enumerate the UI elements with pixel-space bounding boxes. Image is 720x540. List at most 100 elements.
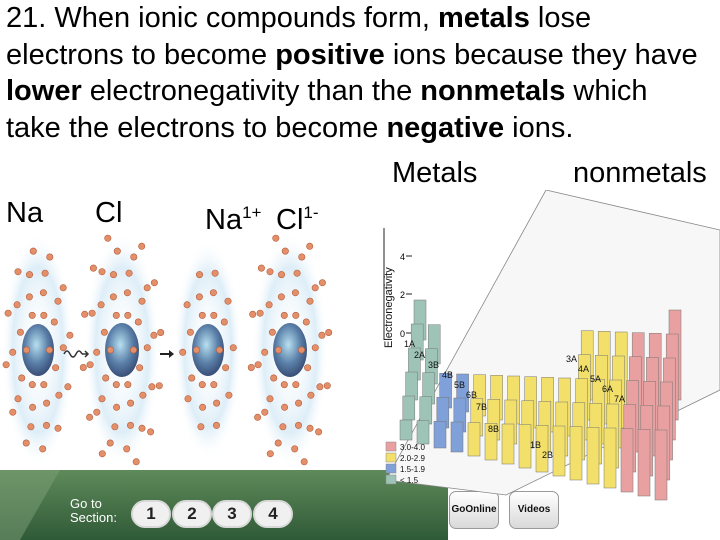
- electron: [41, 269, 49, 277]
- electron: [213, 421, 221, 429]
- electron: [139, 391, 147, 399]
- electron: [225, 391, 233, 399]
- electron: [197, 423, 205, 431]
- element-bar: [467, 422, 481, 457]
- element-bar: [552, 425, 566, 477]
- electron: [86, 413, 94, 421]
- y-tick-4: 4: [400, 252, 405, 262]
- go-online-button[interactable]: GoOnline: [449, 491, 499, 529]
- electron: [40, 381, 48, 389]
- electron: [54, 297, 62, 305]
- electron: [45, 346, 53, 354]
- legend-label: 1.5-1.9: [400, 465, 425, 474]
- na-nucleus: [22, 324, 54, 376]
- group-label: 6A: [602, 384, 613, 394]
- electron: [325, 329, 333, 337]
- group-label: 6B: [466, 390, 477, 400]
- electron: [124, 311, 132, 319]
- na-ion-nucleus: [192, 324, 224, 376]
- element-bar: [501, 423, 515, 465]
- electron: [155, 382, 163, 390]
- electron: [261, 408, 269, 416]
- electron: [124, 381, 132, 389]
- group-label: 4A: [578, 364, 589, 374]
- electron: [93, 408, 101, 416]
- electron: [86, 361, 94, 369]
- electron: [261, 348, 269, 356]
- electron: [52, 364, 60, 372]
- electron: [222, 364, 230, 372]
- electron: [39, 445, 47, 453]
- electron: [247, 364, 255, 372]
- electron: [59, 344, 67, 352]
- cl-nucleus: [105, 323, 139, 377]
- electron: [27, 423, 35, 431]
- electron: [280, 381, 288, 389]
- electron: [148, 383, 156, 391]
- element-bar: [620, 428, 634, 493]
- electron: [89, 264, 97, 272]
- electron: [102, 374, 110, 382]
- legend-swatch: [385, 474, 397, 485]
- group-label: 5A: [590, 374, 601, 384]
- electron: [113, 247, 121, 255]
- section-2-button[interactable]: 2: [172, 500, 212, 528]
- group-label: 7A: [614, 394, 625, 404]
- electron: [193, 346, 201, 354]
- element-bar: [450, 421, 464, 453]
- electron: [265, 301, 273, 309]
- legend: 3.0-4.02.0-2.91.5-1.9< 1.5: [385, 441, 425, 485]
- electron: [224, 297, 232, 305]
- electron: [311, 344, 319, 352]
- electron: [272, 234, 280, 242]
- electron: [98, 450, 106, 458]
- electron: [294, 421, 302, 429]
- section-3-button[interactable]: 3: [212, 500, 252, 528]
- element-bar: [535, 425, 549, 473]
- element-bar: [433, 421, 447, 449]
- group-label: 8B: [488, 424, 499, 434]
- electron: [88, 309, 96, 317]
- electron: [196, 271, 204, 279]
- electron: [110, 271, 118, 279]
- electron: [295, 399, 303, 407]
- group-label: 2A: [414, 350, 425, 360]
- electron: [123, 289, 131, 297]
- na-atom: [2, 232, 74, 468]
- section-1-button[interactable]: 1: [131, 500, 171, 528]
- electron: [66, 331, 74, 339]
- electron: [179, 348, 187, 356]
- electron: [274, 346, 282, 354]
- electron: [55, 391, 63, 399]
- group-label: 4B: [442, 370, 453, 380]
- electron: [138, 242, 146, 250]
- electron: [256, 309, 264, 317]
- electron: [220, 318, 228, 326]
- electron: [279, 423, 287, 431]
- videos-button[interactable]: Videos: [509, 491, 559, 529]
- electron: [28, 381, 36, 389]
- electron: [210, 311, 218, 319]
- question-line-3: lower electronegativity than the nonmeta…: [6, 75, 648, 107]
- electron: [98, 395, 106, 403]
- group-label: 1B: [530, 440, 541, 450]
- element-bar: [399, 419, 413, 441]
- group-label: 3A: [566, 354, 577, 364]
- electron: [134, 318, 142, 326]
- electron: [281, 247, 289, 255]
- electron: [16, 328, 24, 336]
- electron: [106, 439, 114, 447]
- electron: [157, 329, 165, 337]
- electron: [307, 391, 315, 399]
- electron: [46, 253, 54, 261]
- electron: [298, 253, 306, 261]
- electron: [123, 445, 131, 453]
- question-line-4: take the electrons to become negative io…: [6, 111, 574, 144]
- legend-label: < 1.5: [400, 476, 419, 485]
- section-4-button[interactable]: 4: [253, 500, 293, 528]
- electron: [213, 399, 221, 407]
- electron: [14, 268, 22, 276]
- electron: [25, 293, 33, 301]
- electron: [300, 458, 308, 466]
- electron: [81, 310, 89, 318]
